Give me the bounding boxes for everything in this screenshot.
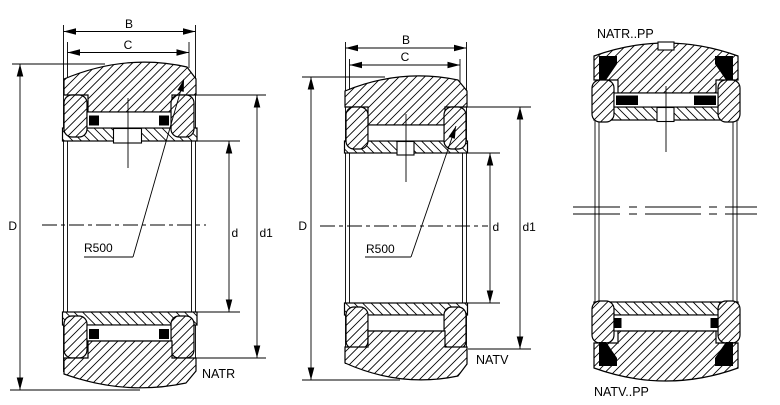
flange-left-bottom — [591, 300, 615, 344]
view-natr: B C D d d1 — [8, 17, 274, 391]
cage-block — [89, 115, 99, 126]
view-label-natr-pp: NATR..PP — [597, 27, 654, 41]
dim-label-d1: d1 — [260, 226, 274, 240]
lube-hole-top — [396, 140, 415, 156]
lube-hole-top — [656, 106, 675, 123]
cage-seal-block — [616, 95, 638, 105]
dim-label-d: d — [232, 226, 239, 240]
view-label-natv: NATV — [476, 353, 509, 367]
dimension-B: B — [63, 17, 196, 35]
crown-radius-label: R500 — [84, 241, 113, 255]
shaft-break — [573, 206, 757, 215]
lube-notch-od — [657, 41, 675, 51]
dim-label-D: D — [8, 219, 17, 233]
flange-left-top — [591, 79, 615, 123]
cage-block — [89, 329, 99, 339]
dimension-d: d — [197, 140, 240, 313]
cage-seal-block — [694, 95, 716, 105]
dim-label-C: C — [401, 50, 410, 64]
lube-hole-top — [112, 127, 143, 144]
dim-label-C: C — [124, 38, 133, 52]
flange-left-bottom — [345, 306, 369, 350]
bore-lines — [594, 120, 738, 302]
view-label-natr: NATR — [202, 367, 235, 381]
seal-lip — [614, 318, 622, 328]
seal-right-bottom — [715, 342, 733, 366]
dimension-C: C — [67, 38, 189, 56]
flange-right-bottom — [717, 300, 741, 344]
dimension-D: D — [8, 63, 140, 391]
leader-r500: R500 — [84, 78, 188, 258]
cage-block — [159, 115, 169, 126]
dimension-d1: d1 — [461, 106, 537, 350]
view-label-natv-pp: NATV..PP — [594, 385, 649, 399]
seal-lip — [710, 318, 718, 328]
crown-radius-label: R500 — [366, 242, 395, 256]
seal-left-bottom — [599, 342, 617, 366]
roller-row-top — [86, 111, 172, 129]
dim-label-B: B — [402, 33, 410, 47]
roller-row-bottom — [86, 324, 172, 342]
dim-label-D: D — [298, 219, 307, 233]
seal-right-top — [715, 56, 733, 80]
flange-right-bottom — [443, 306, 467, 350]
flange-left-top — [63, 94, 88, 138]
flange-right-bottom — [170, 315, 195, 359]
flange-right-top — [170, 94, 195, 138]
view-sealed: NATR..PP NATV..PP — [573, 27, 757, 399]
dimension-d: d — [468, 152, 500, 304]
outer-ring-bottom — [593, 330, 739, 382]
dim-label-B: B — [125, 17, 133, 31]
dimension-B: B — [345, 33, 467, 52]
flange-left-bottom — [63, 315, 88, 359]
dimension-C: C — [349, 50, 460, 69]
roller-row-bottom — [367, 314, 445, 332]
dimension-D: D — [298, 76, 400, 381]
view-natv: B C D d d1 — [298, 33, 537, 381]
dimension-d1: d1 — [191, 94, 274, 359]
outer-ring-bottom — [63, 340, 197, 389]
leader-r500: R500 — [365, 124, 460, 258]
dim-label-d: d — [493, 220, 500, 234]
cage-block — [159, 329, 169, 339]
inner-ring-bottom — [593, 301, 739, 316]
outer-ring-bottom — [344, 330, 468, 381]
flange-right-top — [717, 79, 741, 123]
flange-left-top — [345, 106, 369, 150]
outer-ring-top — [593, 42, 739, 94]
seal-left-top — [599, 56, 617, 80]
roller-row-bottom — [613, 314, 719, 332]
dim-label-d1: d1 — [523, 220, 537, 234]
